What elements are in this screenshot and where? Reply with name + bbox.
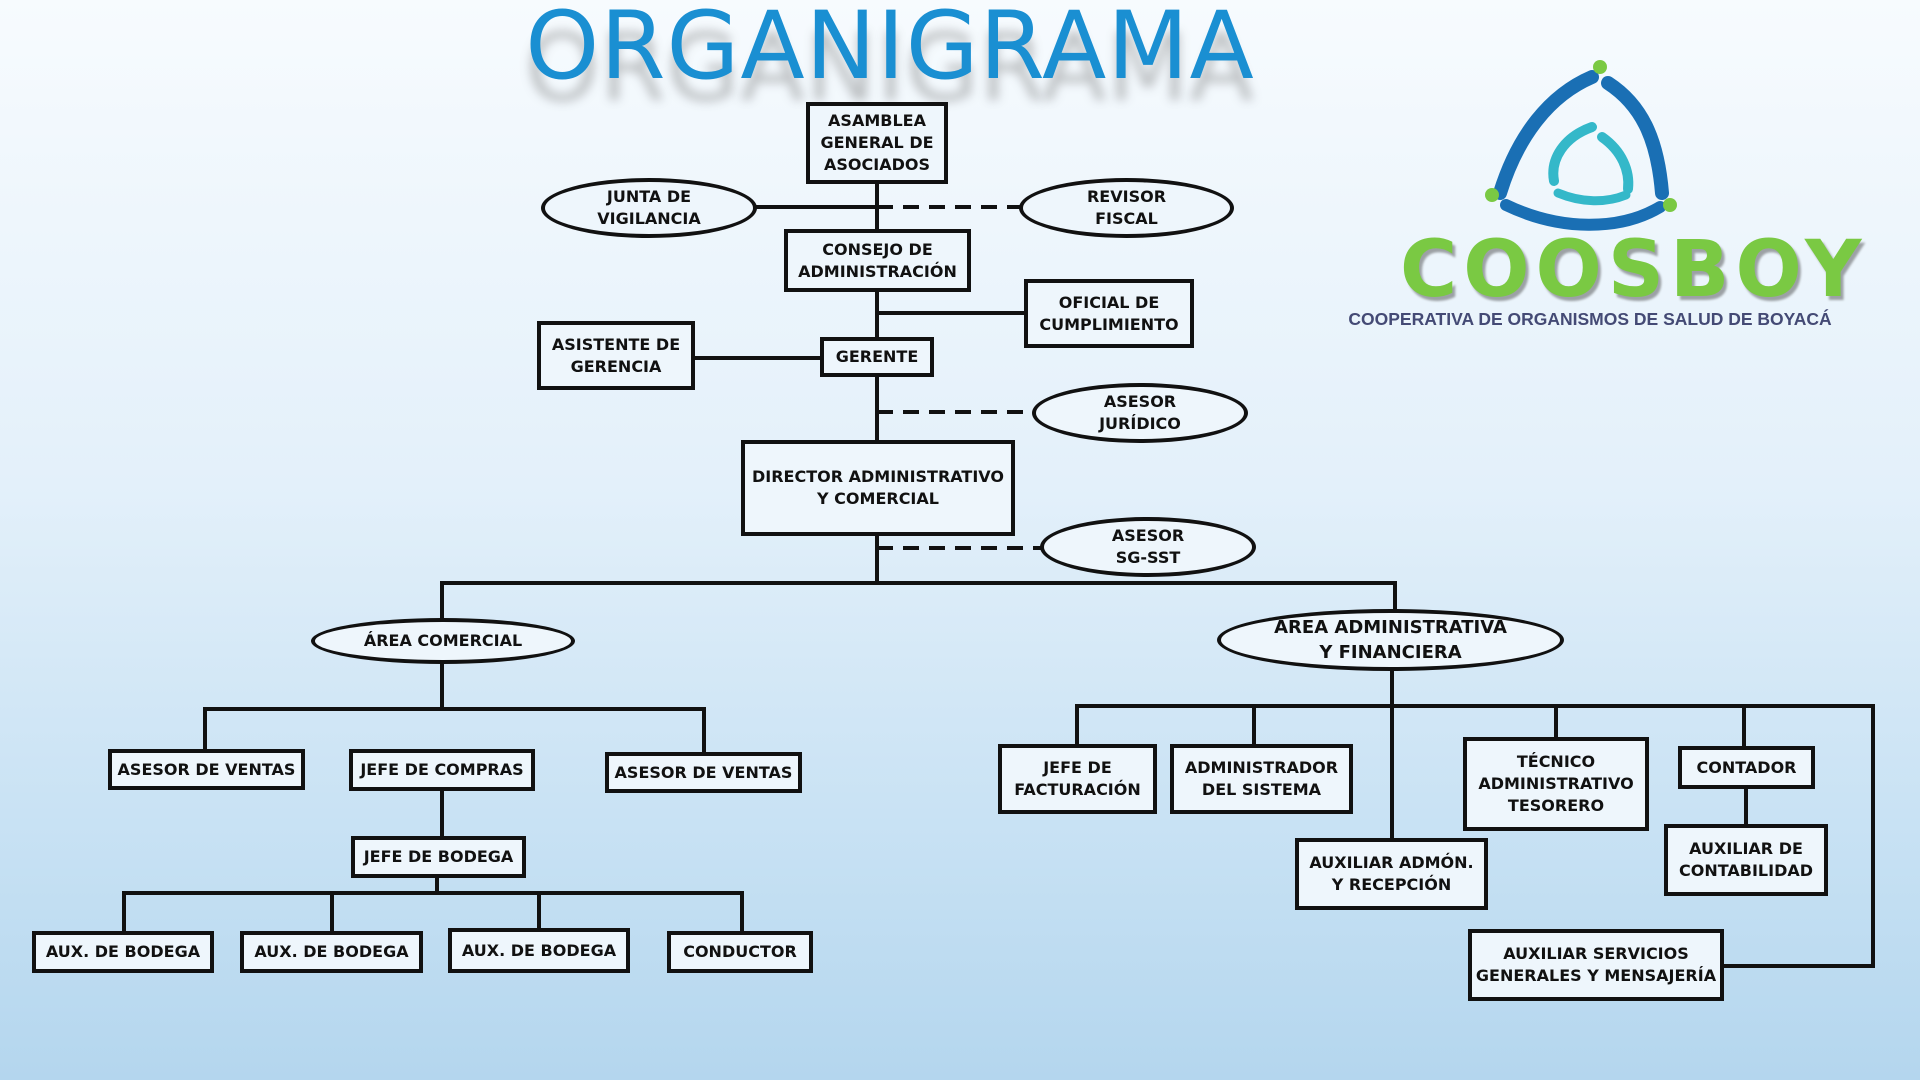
node-aux-bodega-2: AUX. DE BODEGA (240, 931, 423, 973)
node-gerente: GERENTE (820, 337, 934, 377)
node-area-admin: ÁREA ADMINISTRATIVA Y FINANCIERA (1217, 609, 1564, 671)
node-jefe-compras: JEFE DE COMPRAS (349, 749, 535, 791)
node-asesor-juridico: ASESOR JURÍDICO (1032, 383, 1248, 443)
node-jefe-facturacion: JEFE DE FACTURACIÓN (998, 744, 1157, 814)
brand-name: COOSBOY (1400, 225, 1868, 315)
node-oficial: OFICIAL DE CUMPLIMIENTO (1024, 279, 1194, 348)
node-area-comercial: ÁREA COMERCIAL (311, 618, 575, 664)
node-asamblea: ASAMBLEA GENERAL DE ASOCIADOS (806, 102, 948, 184)
node-revisor: REVISOR FISCAL (1019, 178, 1234, 238)
node-aux-bodega-1: AUX. DE BODEGA (32, 931, 214, 973)
node-asesor-ventas-2: ASESOR DE VENTAS (605, 752, 802, 793)
node-consejo: CONSEJO DE ADMINISTRACIÓN (784, 229, 971, 292)
node-conductor: CONDUCTOR (667, 931, 813, 973)
coosboy-logo-icon (1485, 60, 1677, 231)
node-tecnico: TÉCNICO ADMINISTRATIVO TESORERO (1463, 737, 1649, 831)
brand-subtitle: COOPERATIVA DE ORGANISMOS DE SALUD DE BO… (1348, 309, 1832, 329)
node-admin-sistema: ADMINISTRADOR DEL SISTEMA (1170, 744, 1353, 814)
node-asistente: ASISTENTE DE GERENCIA (537, 321, 695, 390)
node-aux-bodega-3: AUX. DE BODEGA (448, 928, 630, 973)
node-contador: CONTADOR (1678, 746, 1815, 789)
node-jefe-bodega: JEFE DE BODEGA (351, 836, 526, 878)
node-asesor-ventas-1: ASESOR DE VENTAS (108, 749, 305, 790)
node-aux-servicios: AUXILIAR SERVICIOS GENERALES Y MENSAJERÍ… (1468, 929, 1724, 1001)
node-junta: JUNTA DE VIGILANCIA (541, 178, 757, 238)
node-aux-admon: AUXILIAR ADMÓN. Y RECEPCIÓN (1295, 838, 1488, 910)
node-director: DIRECTOR ADMINISTRATIVO Y COMERCIAL (741, 440, 1015, 536)
node-asesor-sst: ASESOR SG-SST (1040, 517, 1256, 577)
node-aux-contabilidad: AUXILIAR DE CONTABILIDAD (1664, 824, 1828, 896)
page-title: ORGANIGRAMA (525, 0, 1255, 101)
